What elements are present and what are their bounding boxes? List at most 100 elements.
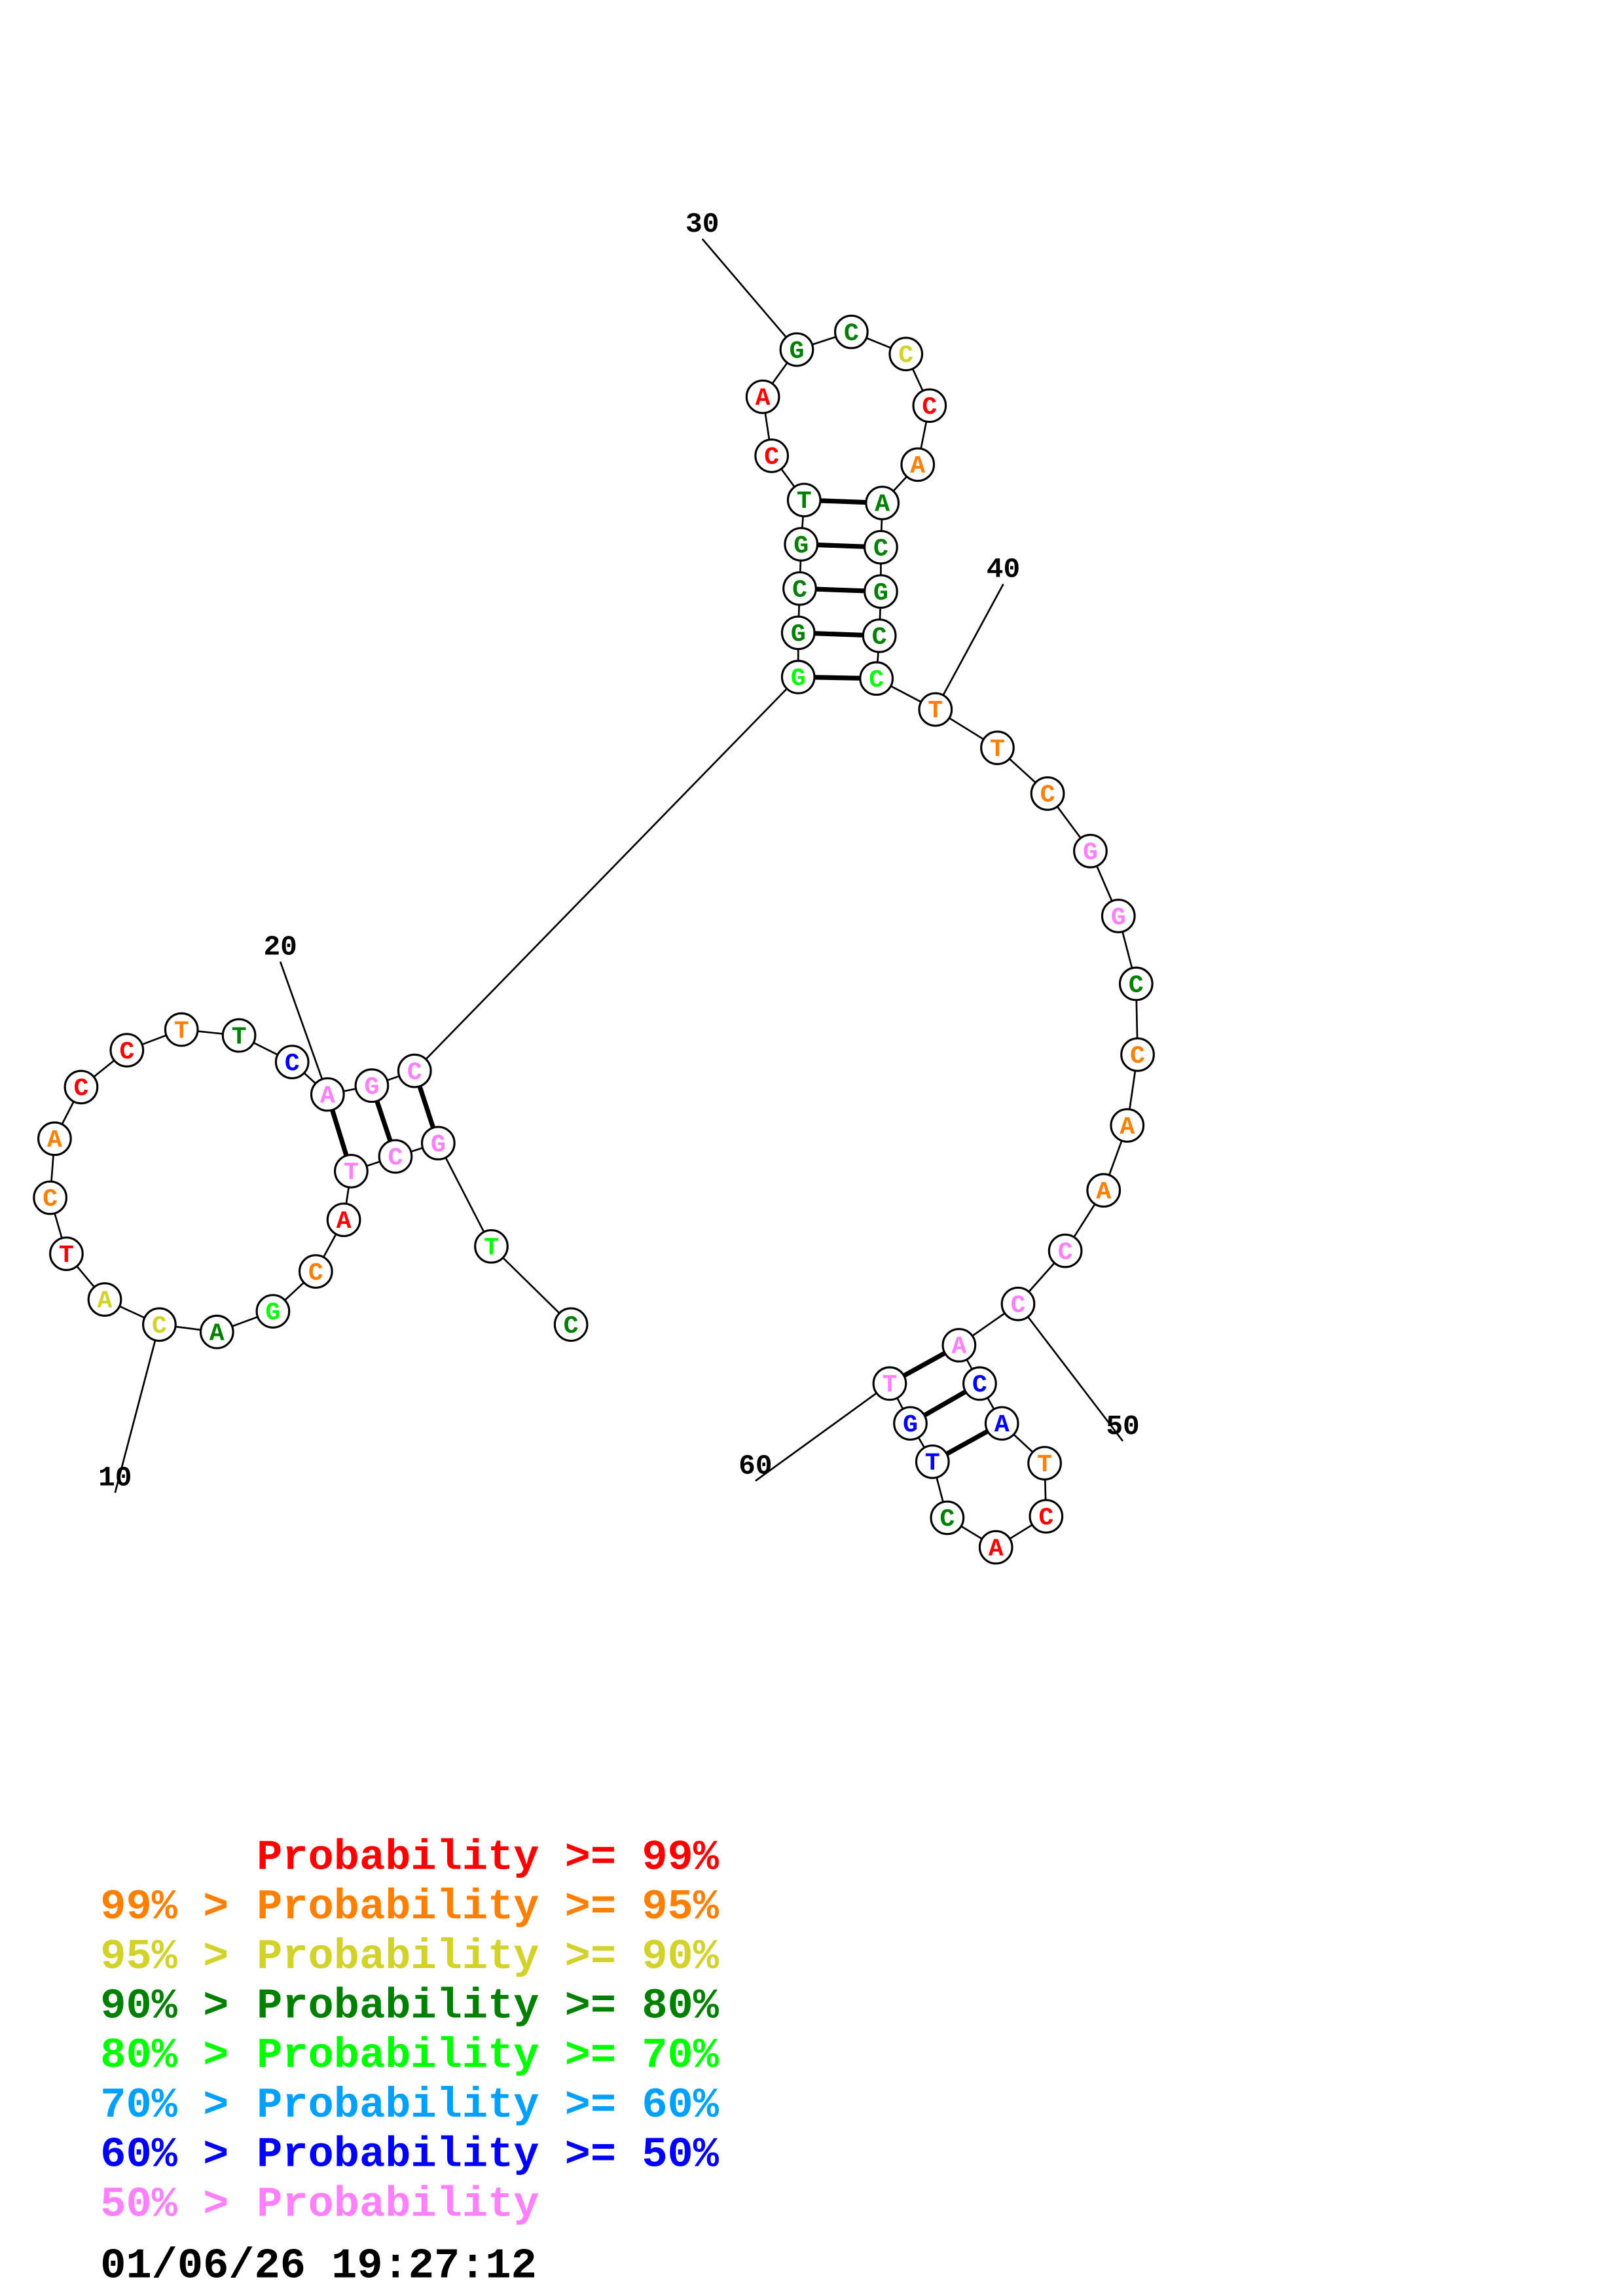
nucleotide-letter: C <box>564 1312 579 1340</box>
nucleotide-circle <box>109 1033 145 1067</box>
nucleotide: G <box>1073 833 1108 869</box>
nucleotide-letter: C <box>1038 1503 1053 1532</box>
nucleotide-letter: G <box>789 336 804 365</box>
nucleotide: A <box>199 1314 234 1350</box>
nucleotide-circle <box>326 1202 361 1238</box>
legend-text: Probability >= 95% <box>257 1883 720 1931</box>
nucleotide-letter: C <box>119 1037 134 1066</box>
nucleotide-circle <box>255 1294 291 1329</box>
nucleotide: C <box>142 1307 177 1342</box>
position-label-leader <box>701 238 797 350</box>
nucleotide-letter: C <box>1129 971 1144 999</box>
position-label-leader <box>279 961 329 1095</box>
nucleotide-circle <box>221 1018 257 1053</box>
nucleotide-letter: G <box>873 579 888 607</box>
nucleotide: C <box>782 571 817 606</box>
nucleotide-circle <box>1073 833 1108 869</box>
nucleotide-letter: C <box>1040 781 1055 810</box>
nucleotide-letter: T <box>344 1158 359 1187</box>
legend-row: 70% > Probability >= 60% <box>100 2081 719 2130</box>
nucleotide: C <box>109 1033 145 1067</box>
nucleotide-letter: G <box>431 1130 446 1159</box>
legend-row: 90% > Probability >= 80% <box>100 1982 719 2031</box>
nucleotide: C <box>912 388 947 423</box>
nucleotide-letter: A <box>47 1126 62 1155</box>
legend-prefix: 90% > <box>100 1982 254 2031</box>
nucleotide: T <box>49 1236 84 1271</box>
nucleotide: T <box>980 730 1015 765</box>
nucleotide-circle <box>553 1307 589 1342</box>
nucleotide-letter: A <box>210 1319 225 1348</box>
nucleotide: A <box>326 1202 361 1238</box>
legend-text: Probability >= 90% <box>257 1933 720 1981</box>
position-label: 40 <box>987 553 1020 585</box>
legend-text: Probability >= 99% <box>257 1833 720 1882</box>
nucleotide-letter: C <box>308 1259 323 1287</box>
position-label-leader <box>934 583 1004 710</box>
nucleotide-letter: C <box>285 1049 300 1078</box>
nucleotide-circle <box>980 730 1015 765</box>
nucleotide: C <box>378 1139 413 1174</box>
nucleotide-letter: A <box>1096 1177 1111 1206</box>
nucleotide-letter: A <box>1120 1113 1135 1141</box>
nucleotide: C <box>864 529 898 565</box>
nucleotide-circle <box>864 574 898 609</box>
nucleotide-circle <box>962 1366 997 1401</box>
nucleotide-letter: G <box>791 664 806 693</box>
nucleotide: C <box>274 1045 310 1079</box>
nucleotide: G <box>780 660 816 694</box>
nucleotide-letter: C <box>972 1371 987 1399</box>
nucleotide-circle <box>378 1139 413 1174</box>
nucleotide: C <box>1030 776 1065 811</box>
nucleotide-circle <box>833 314 869 350</box>
nucleotide: A <box>87 1282 122 1317</box>
nucleotide: C <box>930 1500 965 1535</box>
nucleotide-letter: T <box>990 735 1005 764</box>
nucleotide-letter: C <box>1130 1042 1145 1071</box>
timestamp: 01/06/26 19:27:12 <box>100 2242 537 2291</box>
nucleotide: G <box>354 1068 390 1103</box>
nucleotide: C <box>1120 1037 1155 1072</box>
nucleotide: C <box>833 314 869 350</box>
backbone-segment <box>414 676 799 1072</box>
nucleotide-letter: C <box>922 393 937 422</box>
legend-row: 60% > Probability >= 50% <box>100 2131 719 2179</box>
nucleotide: C <box>33 1180 67 1215</box>
nucleotide-letter: C <box>792 575 807 604</box>
nucleotide-circle <box>397 1053 432 1088</box>
nucleotide: T <box>164 1012 199 1047</box>
nucleotide-letter: G <box>791 620 806 649</box>
nucleotide: C <box>397 1053 432 1088</box>
nucleotide: T <box>474 1229 509 1264</box>
nucleotide-letter: A <box>951 1333 966 1361</box>
nucleotide: A <box>865 486 900 520</box>
nucleotide-letter: A <box>910 452 925 480</box>
nucleotide-circle <box>1110 1108 1145 1143</box>
nucleotide-letter: T <box>882 1371 897 1399</box>
nucleotide: C <box>1000 1286 1036 1321</box>
nucleotide-letter: C <box>939 1505 955 1534</box>
nucleotide-circle <box>420 1126 456 1160</box>
legend-text: Probability >= 60% <box>257 2081 720 2130</box>
nucleotide-circle <box>64 1069 99 1105</box>
nucleotide-letter: A <box>756 384 771 412</box>
nucleotide-circle <box>142 1307 177 1342</box>
nucleotide-letter: G <box>265 1299 280 1327</box>
nucleotide: G <box>780 615 816 651</box>
legend-prefix: 99% > <box>100 1883 254 1931</box>
nucleotide-letter: C <box>873 534 888 563</box>
nucleotide-circle <box>274 1045 310 1079</box>
nucleotide-letter: C <box>1011 1291 1026 1319</box>
legend-row: 50% > Probability <box>100 2180 539 2229</box>
nucleotide: C <box>888 336 924 372</box>
nucleotide: A <box>978 1530 1013 1565</box>
nucleotide-circle <box>780 615 816 651</box>
nucleotide-letter: C <box>73 1074 88 1103</box>
nucleotide: A <box>984 1406 1019 1441</box>
nucleotide: C <box>862 618 897 653</box>
legend-text: Probability >= 50% <box>257 2131 720 2179</box>
nucleotide-circle <box>33 1180 67 1215</box>
nucleotide-circle <box>784 527 819 562</box>
nucleotide-circle <box>786 482 822 518</box>
